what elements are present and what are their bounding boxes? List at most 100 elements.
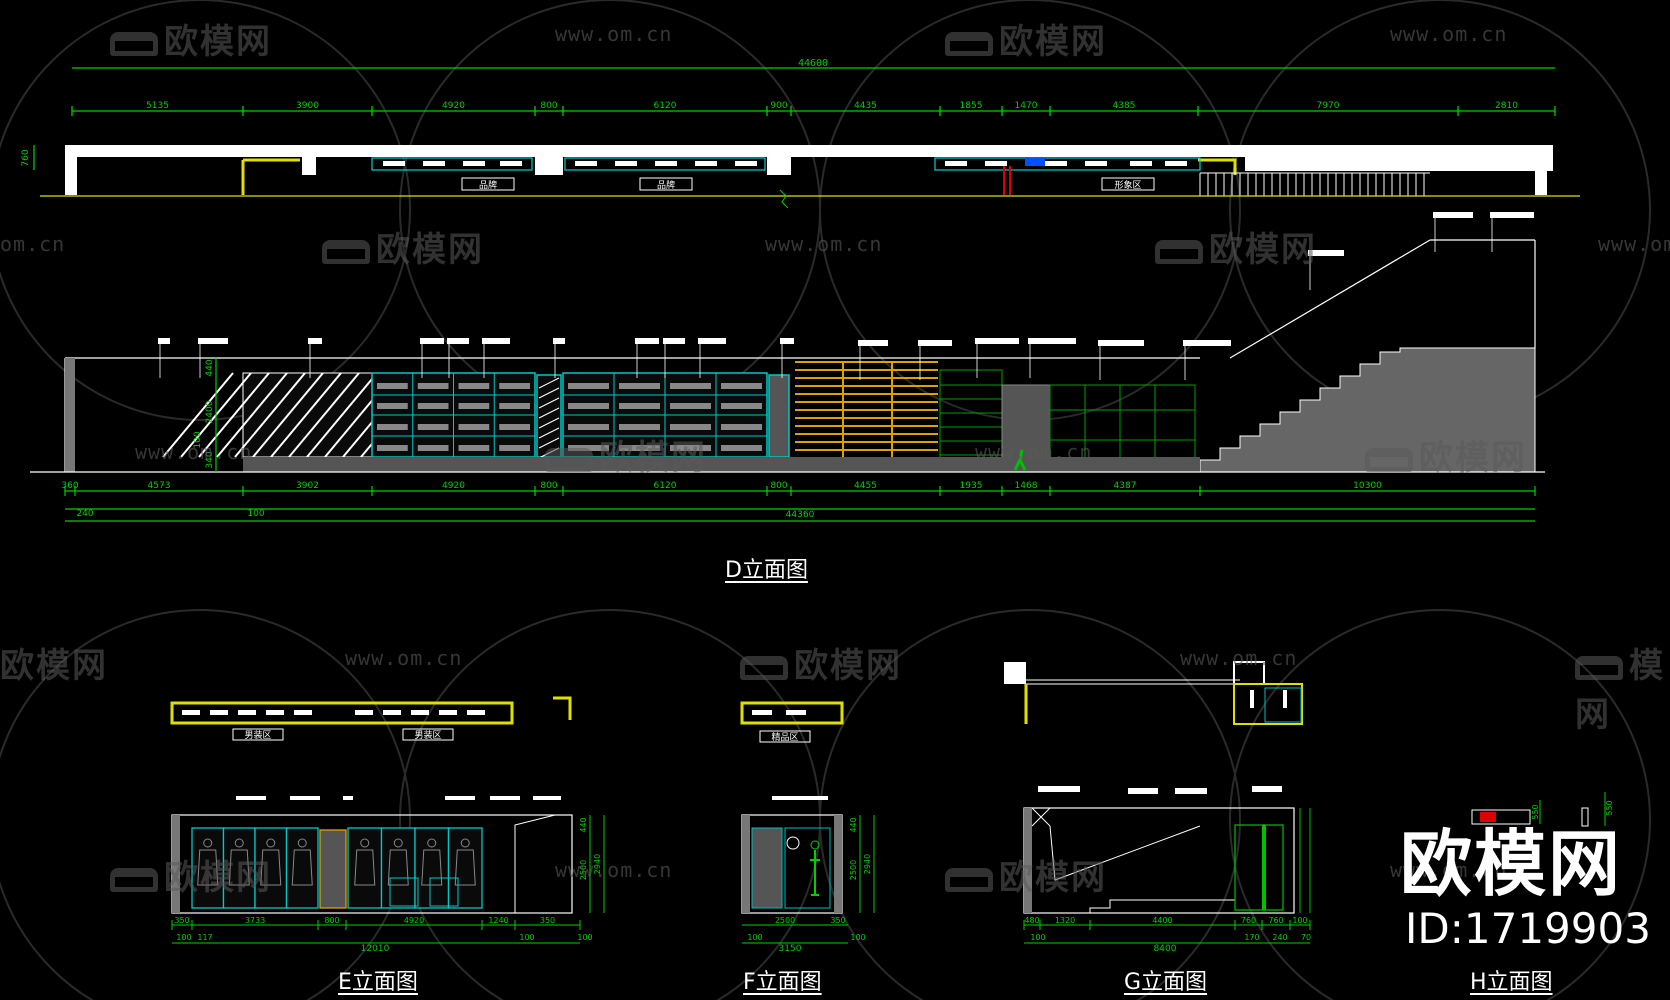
watermark-brand: 欧模网 [322,222,484,271]
e-sub-dim: 100 [176,933,191,942]
h-height-dim: 550 [1605,800,1614,815]
g-dim: 1320 [1055,916,1075,925]
e-total-dim: 12010 [361,944,390,954]
g-sub-dim: 70 [1301,933,1311,942]
e-sub-dim: 117 [197,933,212,942]
d-elev-dim: 800 [540,481,557,491]
e-height-dim: 2940 [593,854,602,874]
d-plan-dim: 4385 [1113,101,1136,111]
d-elev-height-dim: 100 [193,431,203,448]
watermark-url: om.cn [0,232,66,256]
d-elev-height-dim: 440 [205,359,215,376]
g-dim: 100 [1292,916,1307,925]
d-plan-dim: 1470 [1015,101,1038,111]
g-dim: 760 [1241,916,1256,925]
d-elev-dim: 1935 [960,481,983,491]
h-view-title: H立面图 [1470,970,1553,995]
f-dim: 350 [830,916,845,925]
f-total-dim: 3150 [779,944,802,954]
brand-logo-text: 欧模网 [1400,822,1623,906]
d-plan-dim: 4435 [854,101,877,111]
d-plan-dim: 6120 [654,101,677,111]
watermark-brand: 欧模网 [740,638,902,687]
watermark-url: www.om.cn [555,858,673,882]
watermark-url: www.om.cn [765,232,883,256]
watermark-url: www.om.cn [1390,22,1508,46]
f-plan-zone-label: 精品区 [771,731,798,743]
d-elev-height-dim: 2400 [205,400,215,423]
d-elev-dim: 4455 [854,481,877,491]
watermark-brand: 欧模网 [945,850,1107,899]
watermark-brand: 欧模网 [110,850,272,899]
d-plan-zone-label: 品牌 [479,179,497,191]
d-elevation-view: 440 2400 100 340 360 4573 3902 4920 800 6120 8… [30,212,1545,522]
f-height-dim: 440 [849,817,858,832]
watermark-url: www.om.cn [1390,858,1508,882]
g-sub-dim: 170 [1244,933,1259,942]
d-elev-dim: 4573 [148,481,171,491]
watermark-brand: 模网 [1575,646,1665,735]
f-sub-dim: 100 [850,933,865,942]
d-elev-dim: 360 [61,481,78,491]
watermark-url: www.om.cn [1180,646,1298,670]
d-elev-total-dim: 44360 [786,510,815,520]
h-height-dim: 550 [1531,804,1540,819]
d-plan-dim: 1855 [960,101,983,111]
d-view-title: D立面图 [725,558,808,583]
e-sub-dim: 100 [519,933,534,942]
f-view-title: F立面图 [743,970,822,995]
e-height-dim: 440 [579,817,588,832]
g-dim: 760 [1268,916,1283,925]
d-elev-dim: 800 [770,481,787,491]
watermark-brand: 欧模网 [110,14,272,63]
d-plan-dim: 800 [540,101,557,111]
d-plan-dim: 5135 [146,101,169,111]
model-id-label: ID:1719903 [1405,904,1651,953]
d-elev-dim: 4920 [442,481,465,491]
f-sub-dim: 100 [747,933,762,942]
e-dim: 350 [174,916,189,925]
d-elev-dim: 3902 [296,481,319,491]
d-plan-zone-label: 形象区 [1114,179,1141,191]
e-dim: 800 [324,916,339,925]
f-view: 精品区 440 2500 2940 2500 350 100 100 3150 [740,701,875,954]
e-height-dim: 2500 [579,860,588,880]
g-total-dim: 8400 [1154,944,1177,954]
f-height-dim: 2500 [849,860,858,880]
watermark-url: www.om.cn [555,22,673,46]
d-plan-dim: 7970 [1317,101,1340,111]
d-elev-dim: 4387 [1114,481,1137,491]
d-elev-dim: 10300 [1353,481,1382,491]
watermark-url: www.om.cn [345,646,463,670]
d-elev-dim: 6120 [654,481,677,491]
e-sub-dim: 100 [577,933,592,942]
e-dim: 1240 [488,916,508,925]
h-view: 550 550 [1471,792,1614,827]
watermark-brand: 欧模网 [1155,222,1317,271]
watermark-url: www.om.cn [975,440,1093,464]
d-plan-dim: 3900 [296,101,319,111]
f-dim: 2500 [775,916,795,925]
d-elev-height-dim: 340 [205,451,215,468]
g-dim: 480 [1024,916,1039,925]
d-plan-total-dim: 44600 [798,58,828,69]
e-dim: 350 [540,916,555,925]
watermark-url: www.om.cn [1598,232,1670,256]
watermark-url: www.om.cn [135,440,253,464]
e-view-title: E立面图 [338,970,418,995]
watermark-brand: 欧模网 [0,646,108,686]
watermark-brand: 欧模网 [1365,430,1527,479]
g-sub-dim: 100 [1030,933,1045,942]
d-elev-sub-dim: 100 [247,509,264,519]
e-dim: 3733 [245,916,265,925]
d-plan-zone-label: 品牌 [657,179,675,191]
g-sub-dim: 240 [1272,933,1287,942]
f-height-dim: 2940 [863,854,872,874]
d-plan-dim: 900 [770,101,787,111]
watermark-brand: 欧模网 [945,14,1107,63]
d-plan-dim: 2810 [1495,101,1518,111]
d-elev-dim: 1468 [1015,481,1038,491]
